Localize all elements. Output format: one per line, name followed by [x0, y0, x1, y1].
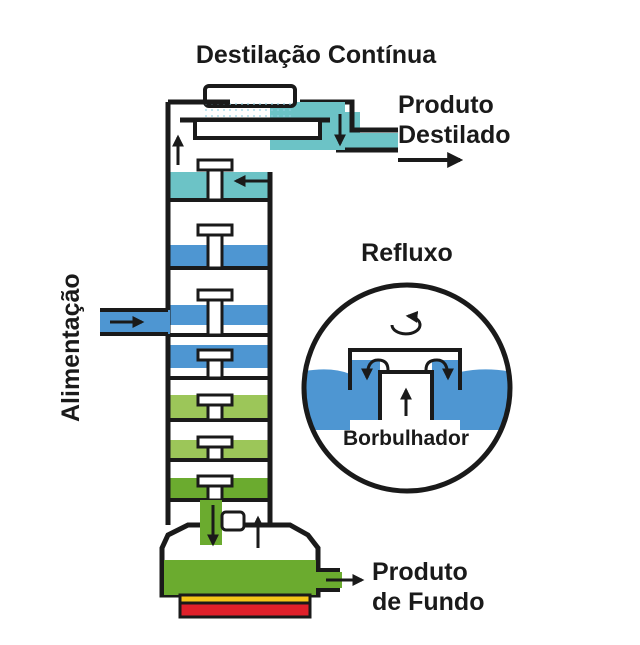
reflux-label: Refluxo: [361, 239, 453, 267]
column: [165, 84, 346, 525]
distillate-label-1: Produto: [398, 91, 494, 119]
bubble-cap-label: Borbulhador: [343, 427, 469, 450]
distillate-label-2: Destilado: [398, 121, 511, 149]
reboiler: [159, 500, 365, 619]
feed-label: Alimentação: [57, 273, 85, 422]
diagram-title: Destilação Contínua: [196, 41, 437, 69]
bubble-cap-icon: Borbulhador: [301, 282, 513, 494]
feed-pipe: [100, 308, 170, 336]
circular-arrow-icon: [390, 310, 422, 336]
bottoms-label-2: de Fundo: [372, 588, 484, 616]
bottoms-label-1: Produto: [372, 558, 468, 586]
condenser-icon: [180, 84, 330, 140]
